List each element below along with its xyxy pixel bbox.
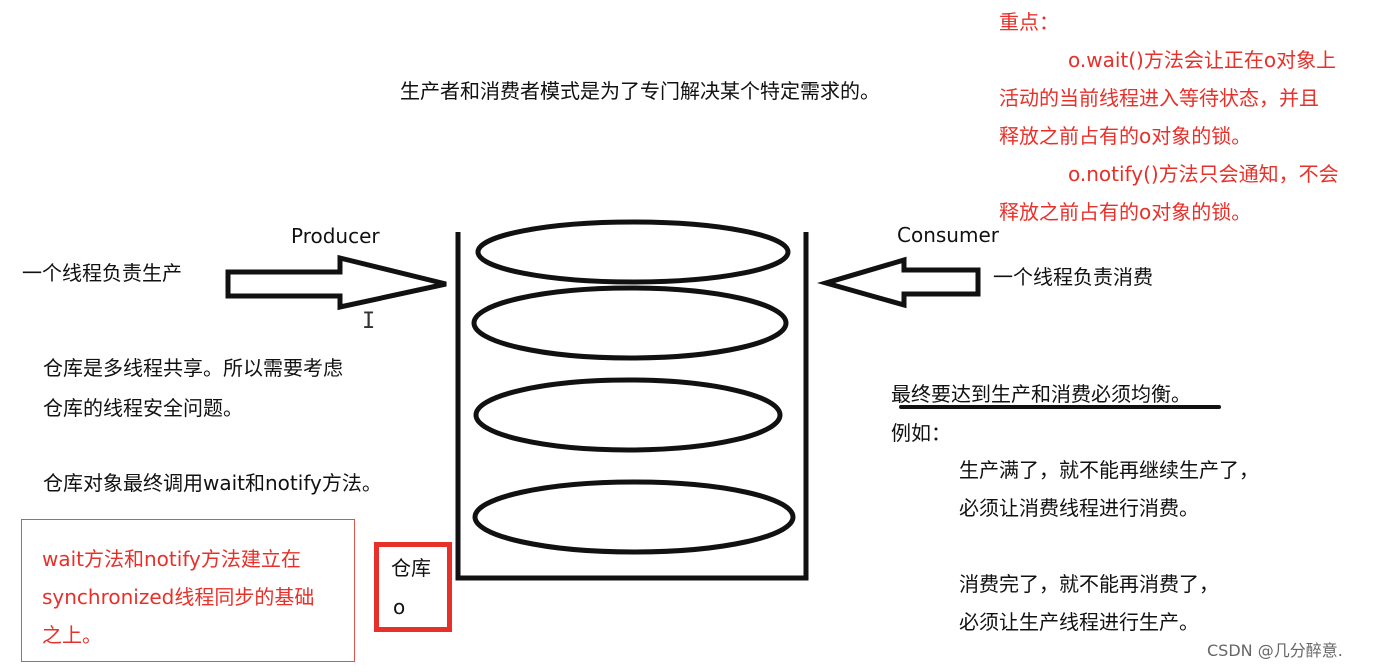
warehouse-note-line: 仓库的线程安全问题。 [43, 396, 243, 420]
warehouse-label-box [374, 542, 452, 632]
key-note-line: 释放之前占有的o对象的锁。 [999, 124, 1252, 148]
warehouse-label: 仓库 [391, 556, 431, 580]
key-note-line: 活动的当前线程进入等待状态，并且 [999, 86, 1319, 110]
warehouse-container [455, 232, 809, 581]
balance-line: 必须让消费线程进行消费。 [959, 496, 1199, 520]
balance-example-label: 例如： [891, 421, 951, 445]
header-text: 生产者和消费者模式是为了专门解决某个特定需求的。 [400, 79, 880, 103]
warehouse-label-object: o [393, 595, 406, 619]
consumer-desc: 一个线程负责消费 [993, 265, 1153, 289]
key-note-line: o.notify()方法只会通知，不会 [1068, 162, 1339, 186]
sync-note-box [21, 519, 355, 662]
balance-line: 必须让生产线程进行生产。 [959, 610, 1199, 634]
producer-label: Producer [291, 224, 380, 248]
watermark: CSDN @几分醉意. [1207, 641, 1343, 660]
warehouse-item-2 [471, 285, 789, 361]
key-note-title: 重点： [999, 10, 1059, 34]
balance-underline [899, 405, 1221, 409]
warehouse-item-4 [472, 479, 796, 555]
sync-note-line: synchronized线程同步的基础 [42, 585, 315, 609]
warehouse-note-line: 仓库对象最终调用wait和notify方法。 [43, 471, 382, 495]
warehouse-note-line: 仓库是多线程共享。所以需要考虑 [43, 356, 343, 380]
warehouse-item-3 [473, 377, 783, 453]
warehouse-item-1 [475, 219, 791, 285]
consumer-arrow [816, 256, 981, 309]
text-cursor-icon: I [362, 309, 376, 334]
key-note-line: 释放之前占有的o对象的锁。 [999, 200, 1252, 224]
key-note-line: o.wait()方法会让正在o对象上 [1068, 48, 1337, 72]
producer-desc: 一个线程负责生产 [22, 261, 182, 285]
consumer-label: Consumer [897, 223, 999, 247]
sync-note-line: wait方法和notify方法建立在 [42, 547, 301, 571]
sync-note-line: 之上。 [42, 623, 102, 647]
balance-line: 生产满了，就不能再继续生产了， [959, 458, 1259, 482]
balance-title: 最终要达到生产和消费必须均衡。 [891, 382, 1191, 406]
producer-arrow [225, 254, 447, 311]
balance-line: 消费完了，就不能再消费了， [959, 572, 1219, 596]
